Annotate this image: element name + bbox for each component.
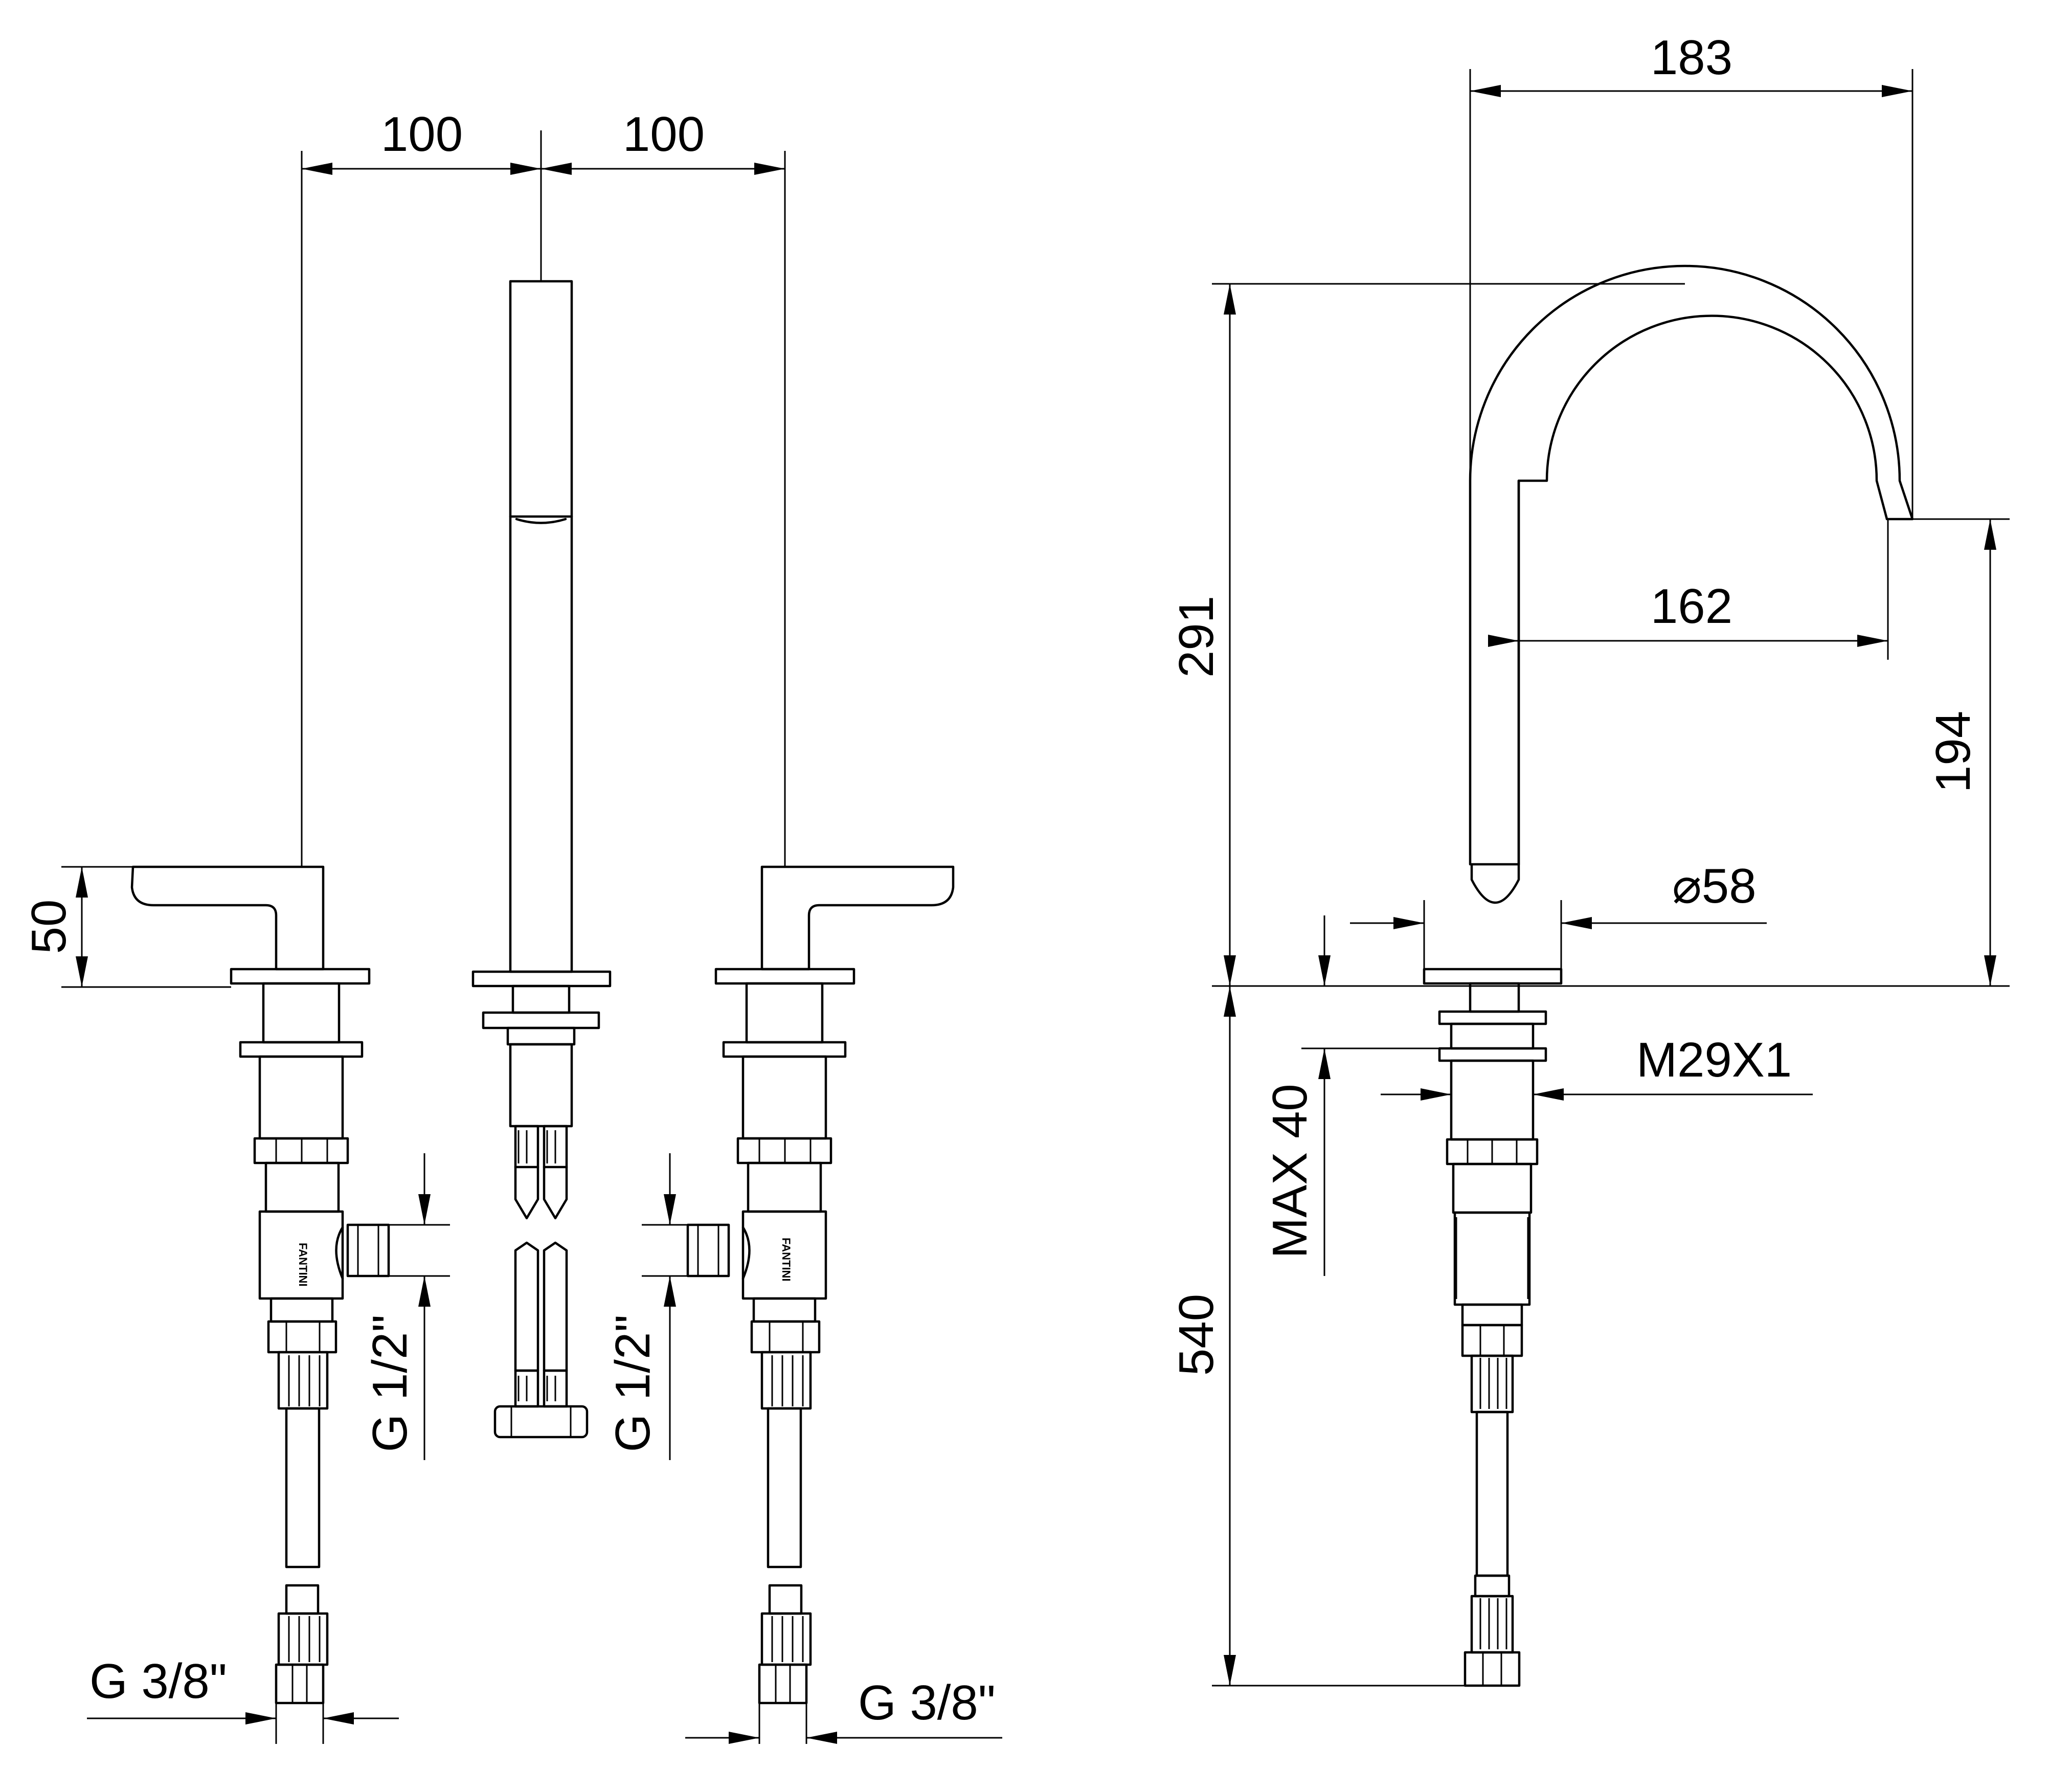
dim-hose-left: G 3/8" — [89, 1654, 227, 1709]
left-valve-assembly: FANTINI — [130, 865, 390, 1705]
dim-spout-reach: 183 — [1651, 30, 1732, 85]
right-valve-assembly: FANTINI — [686, 865, 955, 1705]
dim-inlet-right: G 1/2" — [605, 1315, 660, 1452]
dim-hose-length: 540 — [1169, 1294, 1224, 1376]
valve-logo: FANTINI — [780, 1238, 793, 1282]
dim-outlet-height: 194 — [1926, 711, 1980, 793]
dim-spacing-right: 100 — [623, 107, 705, 162]
dim-inlet-left: G 1/2" — [363, 1315, 417, 1452]
dim-base-diameter: ⌀58 — [1672, 859, 1757, 913]
valve-logo: FANTINI — [297, 1243, 309, 1287]
spout-side-view — [1423, 264, 1914, 1687]
center-spout-front — [471, 280, 612, 1439]
dim-spout-inner-reach: 162 — [1651, 579, 1732, 634]
dim-spout-height: 291 — [1169, 596, 1224, 678]
dim-thread: M29X1 — [1636, 1033, 1792, 1087]
dim-handle-height: 50 — [21, 900, 76, 954]
dim-hose-right: G 3/8" — [858, 1675, 996, 1730]
dim-spacing-left: 100 — [381, 107, 463, 162]
dim-max-deck: MAX 40 — [1263, 1084, 1317, 1258]
dimension-labels: 100 100 50 G 1/2" G 1/2" G 3/8" G 3/8" 1… — [21, 30, 1980, 1730]
dimension-lines — [61, 69, 2010, 1744]
